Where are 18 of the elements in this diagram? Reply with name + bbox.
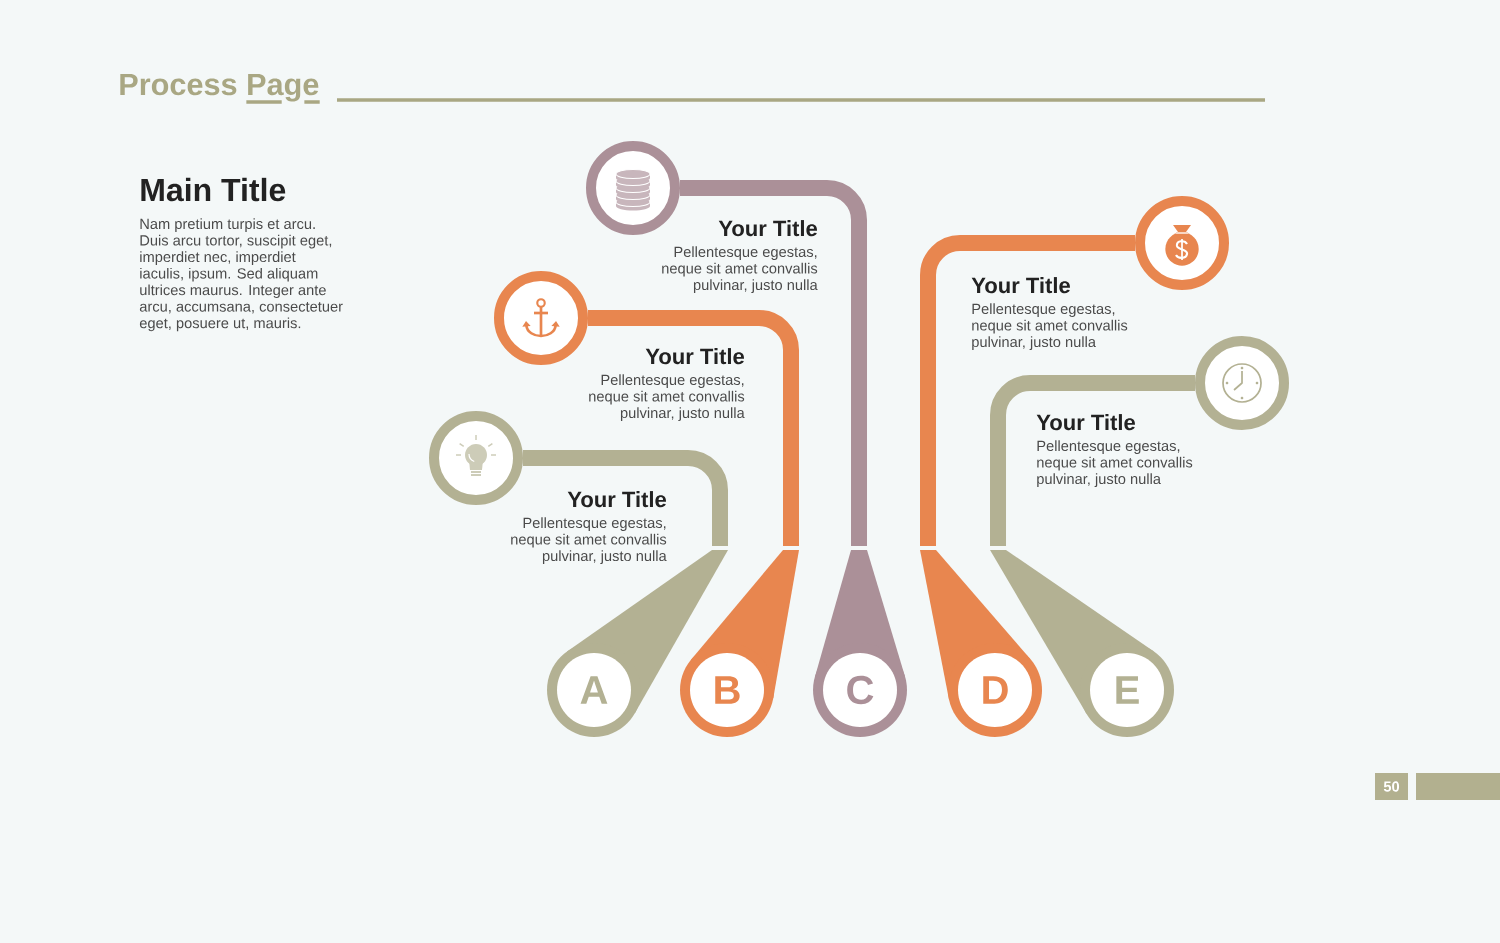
- item-title: Your Title: [645, 348, 744, 365]
- connector-line: [990, 375, 1195, 546]
- item-title: Your Title: [718, 220, 817, 237]
- connector-line: [588, 310, 799, 546]
- body-text: Nam pretium turpis et arcu. Duis arcu tortor, suscipit eget, imperdiet nec, imperdiet iaculis, ipsum. Sed aliquam ultrices maurus. Integer ante arcu, accumsana, consectetuer eget, posuere ut, mauris.: [139, 218, 343, 332]
- item-text: Pellentesque egestas, neque sit amet convallis pulvinar, justo nulla: [662, 246, 818, 293]
- item-title: Your Title: [971, 277, 1070, 294]
- connector-line: [680, 180, 867, 546]
- main-heading: Main Title: [141, 177, 286, 202]
- page-number: 50: [1375, 773, 1408, 800]
- connector-line: [523, 450, 728, 546]
- item-title: Your Title: [567, 491, 666, 508]
- item-title: Your Title: [1036, 414, 1135, 431]
- item-text: Pellentesque egestas, neque sit amet convallis pulvinar, justo nulla: [1037, 440, 1193, 487]
- connector-line: [920, 235, 1135, 546]
- item-text: Pellentesque egestas, neque sit amet convallis pulvinar, justo nulla: [972, 303, 1128, 350]
- page-title: Process Page: [120, 73, 319, 102]
- item-text: Pellentesque egestas, neque sit amet convallis pulvinar, justo nulla: [589, 374, 745, 421]
